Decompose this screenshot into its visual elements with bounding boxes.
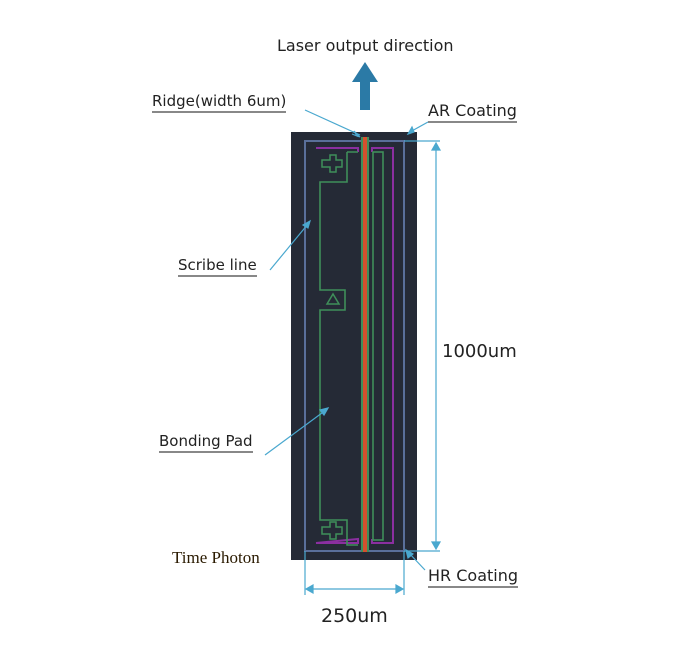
align-mark-triangle-icon: [325, 292, 341, 305]
output-arrow-icon: [352, 62, 378, 110]
scribe-line-label: Scribe line: [178, 256, 257, 277]
ar-coating-label: AR Coating: [428, 101, 517, 123]
metal-outline: [315, 147, 394, 544]
ridge: [363, 137, 367, 552]
length-dimension: 1000um: [442, 341, 517, 362]
ridge-waveguide: [361, 137, 363, 552]
pad-strip-right: [372, 151, 384, 541]
hr-coating-label: HR Coating: [428, 566, 519, 588]
scribe-line: [304, 140, 405, 552]
chip-body: [291, 132, 417, 560]
align-mark-top-icon: [321, 154, 343, 173]
bonding-pad: [319, 151, 358, 546]
width-dimension: 250um: [321, 605, 388, 627]
align-mark-bottom-icon: [321, 521, 343, 540]
watermark: Time Photon: [172, 548, 260, 567]
bonding-pad-label: Bonding Pad: [159, 432, 253, 453]
ridge-label: Ridge(width 6um): [152, 92, 287, 113]
output-direction-label: Laser output direction: [277, 36, 454, 55]
